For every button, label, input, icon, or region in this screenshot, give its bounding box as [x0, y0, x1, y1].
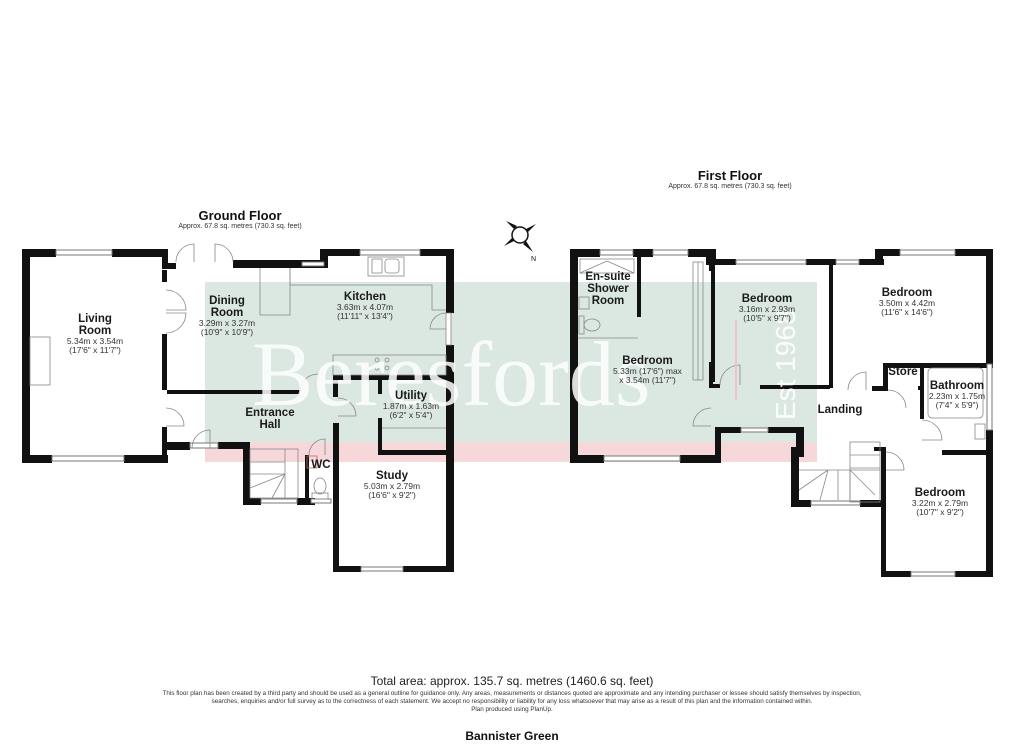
compass-rose-icon: N	[504, 221, 536, 263]
room-landing: Landing	[817, 404, 863, 416]
room-utility: Utility 1.87m x 1.63m (6'2" x 5'4")	[382, 390, 440, 420]
property-location: Bannister Green	[465, 729, 559, 743]
disclaimer: This floor plan has been created by a th…	[150, 690, 874, 714]
first-floor-walls	[570, 249, 993, 577]
room-bedroom-main: Bedroom 5.33m (17'6") max x 3.54m (11'7"…	[613, 355, 682, 385]
ground-floor-title: Ground Floor	[198, 208, 282, 223]
room-bedroom-4: Bedroom 3.22m x 2.79m (10'7" x 9'2")	[911, 487, 969, 517]
watermark-text: Beresfords Est 1968	[252, 309, 801, 425]
ground-floor-walls	[22, 249, 454, 572]
room-dining-room: Dining Room 3.29m x 3.27m (10'9" x 10'9"…	[198, 295, 256, 338]
room-bathroom: Bathroom 2.23m x 1.75m (7'4" x 5'9")	[928, 380, 986, 410]
planup-credit: Plan produced using PlanUp.	[471, 705, 553, 713]
first-floor-area: Approx. 67.8 sq. metres (730.3 sq. feet)	[668, 183, 792, 190]
total-area: Total area: approx. 135.7 sq. metres (14…	[370, 674, 654, 688]
ground-floor-fittings	[29, 243, 452, 500]
first-floor-windows	[599, 249, 993, 577]
svg-text:Beresfords: Beresfords	[252, 323, 651, 425]
room-wc: WC	[311, 459, 331, 471]
room-store: Store	[888, 366, 918, 378]
room-en-suite: En-suite Shower Room	[585, 271, 631, 308]
disclaimer-text: This floor plan has been created by a th…	[162, 690, 862, 705]
ground-floor-area: Approx. 67.8 sq. metres (730.3 sq. feet)	[178, 223, 302, 230]
ground-floor-windows	[51, 249, 421, 572]
room-entrance-hall: Entrance Hall	[245, 407, 295, 432]
room-kitchen: Kitchen 3.63m x 4.07m (11'11" x 13'4")	[336, 291, 394, 321]
room-bedroom-2: Bedroom 3.16m x 2.93m (10'5" x 9'7")	[738, 293, 796, 323]
room-living-room: Living Room 5.34m x 3.54m (17'6" x 11'7"…	[66, 313, 124, 356]
first-floor-title: First Floor	[697, 168, 763, 183]
room-bedroom-3: Bedroom 3.50m x 4.42m (11'6" x 14'6")	[878, 287, 936, 317]
svg-text:N: N	[531, 256, 536, 263]
svg-text:Est 1968: Est 1968	[770, 309, 801, 420]
room-study: Study 5.03m x 2.79m (16'6" x 9'2")	[363, 470, 421, 500]
first-floor-fittings	[578, 258, 986, 503]
